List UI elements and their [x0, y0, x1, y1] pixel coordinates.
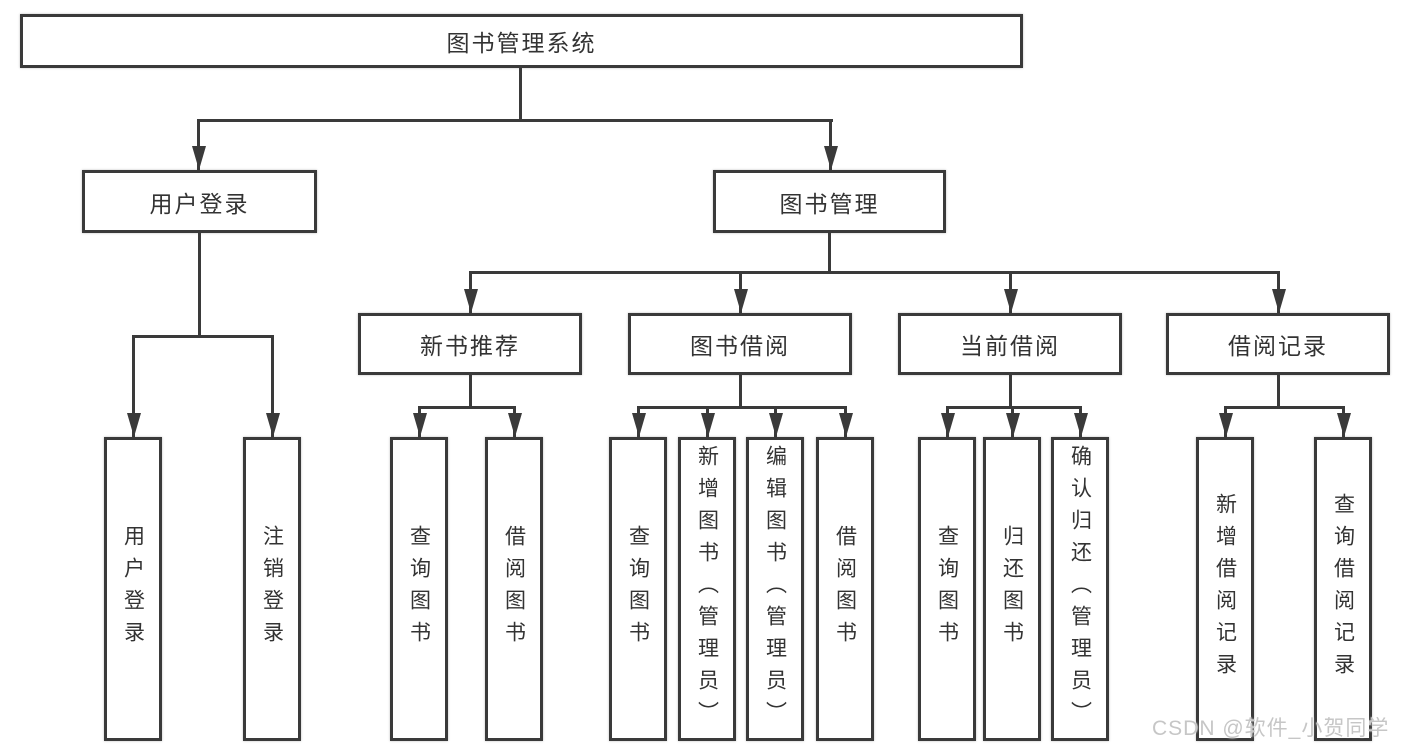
connector-borrow-records-rail	[1224, 406, 1345, 409]
leaf-query-books-recommend: 查询图书	[390, 437, 448, 741]
arrow-leaf-query-books-3	[940, 406, 955, 437]
leaf-borrow-books-recommend: 借阅图书	[485, 437, 543, 741]
connector-root-stem	[519, 68, 522, 121]
connector-user-login-stem	[198, 233, 201, 338]
arrow-leaf-query-record	[1336, 406, 1351, 437]
node-book-borrow: 图书借阅	[628, 313, 852, 375]
leaf-edit-book-admin-label: 编辑图书（管理员）	[763, 445, 787, 733]
node-current-borrow: 当前借阅	[898, 313, 1122, 375]
leaf-add-borrow-record-label: 新增借阅记录	[1213, 493, 1237, 685]
leaf-query-books-recommend-label: 查询图书	[407, 525, 431, 653]
node-user-login: 用户登录	[82, 170, 317, 233]
node-book-management-label: 图书管理	[779, 190, 880, 217]
arrow-to-leaf-logout	[265, 335, 280, 437]
node-user-login-label: 用户登录	[149, 190, 250, 217]
leaf-borrow-books-recommend-label: 借阅图书	[502, 525, 526, 653]
connector-current-borrow-stem	[1009, 375, 1012, 409]
connector-book-borrow-rail	[637, 406, 847, 409]
arrow-leaf-return-book	[1005, 406, 1020, 437]
leaf-borrow-books-borrow: 借阅图书	[816, 437, 874, 741]
leaf-query-borrow-record: 查询借阅记录	[1314, 437, 1372, 741]
arrow-to-leaf-login	[126, 335, 141, 437]
node-book-management: 图书管理	[713, 170, 946, 233]
leaf-confirm-return-admin-label: 确认归还（管理员）	[1068, 445, 1092, 733]
node-borrow-records-label: 借阅记录	[1228, 333, 1328, 359]
arrow-leaf-add-record	[1218, 406, 1233, 437]
csdn-watermark: CSDN @软件_小贺同学	[1152, 717, 1390, 740]
connector-book-borrow-stem	[739, 375, 742, 409]
connector-user-login-rail	[132, 335, 274, 338]
arrow-to-book-management	[823, 119, 838, 170]
connector-new-book-recommend-stem	[469, 375, 472, 409]
leaf-add-book-admin-label: 新增图书（管理员）	[695, 445, 719, 733]
node-book-borrow-label: 图书借阅	[690, 333, 790, 359]
leaf-logout: 注销登录	[243, 437, 301, 741]
connector-level3-rail	[469, 271, 1280, 274]
node-root: 图书管理系统	[20, 14, 1023, 68]
leaf-borrow-books-borrow-label: 借阅图书	[833, 525, 857, 653]
arrow-to-user-login	[191, 119, 206, 170]
node-borrow-records: 借阅记录	[1166, 313, 1390, 375]
leaf-edit-book-admin: 编辑图书（管理员）	[746, 437, 804, 741]
connector-new-book-recommend-rail	[418, 406, 516, 409]
leaf-confirm-return-admin: 确认归还（管理员）	[1051, 437, 1109, 741]
leaf-query-books-current-label: 查询图书	[935, 525, 959, 653]
arrow-leaf-borrow-books-1	[507, 406, 522, 437]
leaf-add-book-admin: 新增图书（管理员）	[678, 437, 736, 741]
node-root-label: 图书管理系统	[446, 30, 597, 56]
leaf-add-borrow-record: 新增借阅记录	[1196, 437, 1254, 741]
leaf-query-borrow-record-label: 查询借阅记录	[1331, 493, 1355, 685]
node-current-borrow-label: 当前借阅	[960, 333, 1060, 359]
leaf-user-login-label: 用户登录	[121, 525, 145, 653]
arrow-leaf-query-books-2	[631, 406, 646, 437]
arrow-leaf-edit-book	[768, 406, 783, 437]
node-new-book-recommend: 新书推荐	[358, 313, 582, 375]
connector-book-management-stem	[828, 233, 831, 274]
arrow-leaf-borrow-books-2	[838, 406, 853, 437]
leaf-query-books-borrow-label: 查询图书	[626, 525, 650, 653]
arrow-leaf-add-book	[700, 406, 715, 437]
leaf-return-book-label: 归还图书	[1000, 525, 1024, 653]
leaf-user-login: 用户登录	[104, 437, 162, 741]
node-new-book-recommend-label: 新书推荐	[420, 333, 520, 359]
arrow-to-borrow-records	[1271, 272, 1286, 313]
connector-level2-rail	[197, 119, 833, 122]
arrow-to-book-borrow	[733, 272, 748, 313]
arrow-to-current-borrow	[1003, 272, 1018, 313]
leaf-logout-label: 注销登录	[260, 525, 284, 653]
arrow-leaf-confirm-return	[1073, 406, 1088, 437]
leaf-query-books-borrow: 查询图书	[609, 437, 667, 741]
connector-current-borrow-rail	[946, 406, 1082, 409]
connector-borrow-records-stem	[1277, 375, 1280, 409]
leaf-return-book: 归还图书	[983, 437, 1041, 741]
arrow-to-new-book-recommend	[463, 272, 478, 313]
arrow-leaf-query-books-1	[412, 406, 427, 437]
leaf-query-books-current: 查询图书	[918, 437, 976, 741]
